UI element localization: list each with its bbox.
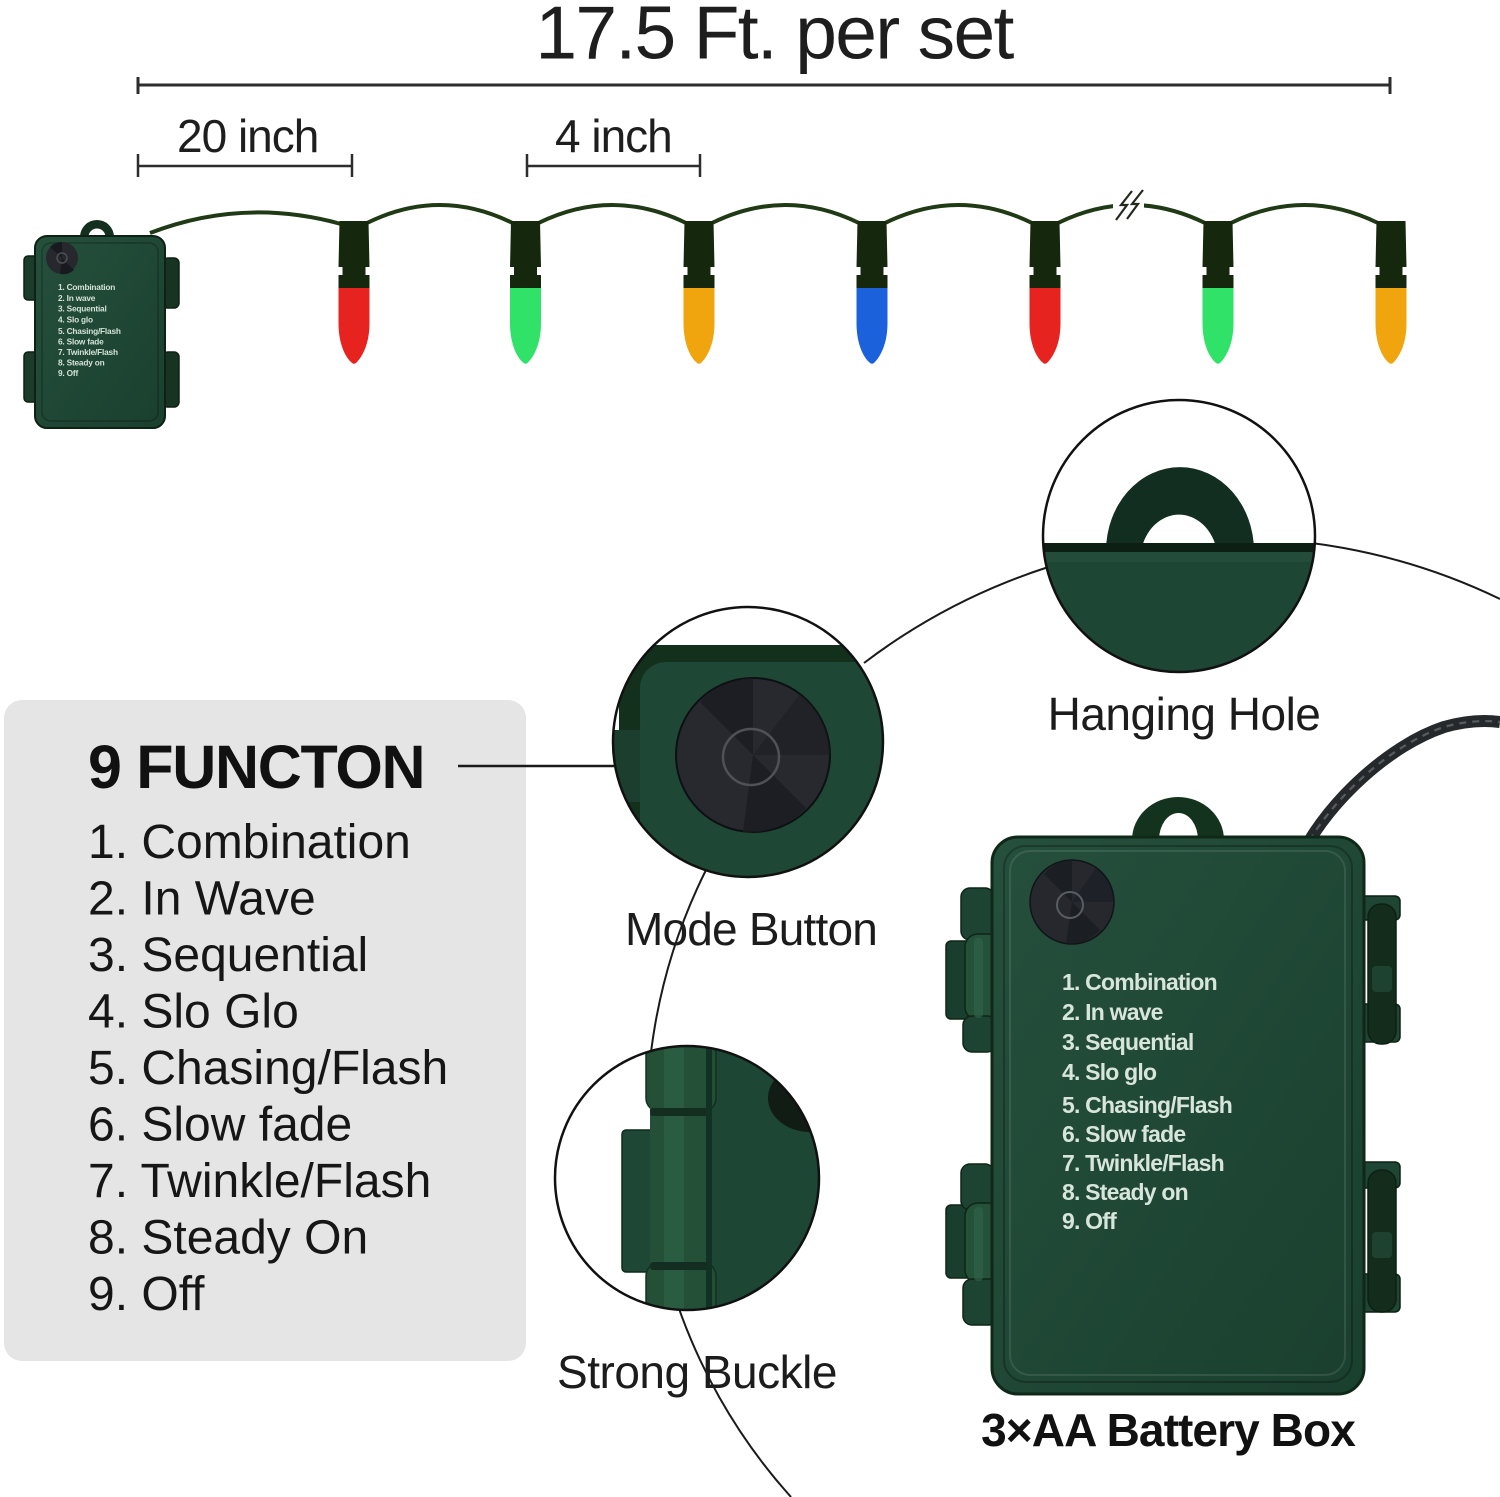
svg-text:9 FUNCTON: 9 FUNCTON — [88, 733, 424, 801]
svg-text:Strong Buckle: Strong Buckle — [557, 1346, 837, 1398]
svg-text:7. Twinkle/Flash: 7. Twinkle/Flash — [1062, 1150, 1224, 1176]
svg-text:8. Steady on: 8. Steady on — [58, 358, 105, 368]
svg-text:4 inch: 4 inch — [555, 110, 672, 162]
svg-text:2. In Wave: 2. In Wave — [88, 873, 316, 926]
svg-text:6. Slow fade: 6. Slow fade — [1062, 1121, 1185, 1147]
svg-text:9. Off: 9. Off — [88, 1268, 205, 1321]
svg-text:1. Combination: 1. Combination — [58, 282, 115, 292]
svg-text:6. Slow fade: 6. Slow fade — [88, 1099, 352, 1152]
svg-text:7. Twinkle/Flash: 7. Twinkle/Flash — [88, 1155, 431, 1208]
svg-text:4. Slo glo: 4. Slo glo — [58, 314, 93, 324]
svg-text:9. Off: 9. Off — [58, 368, 78, 378]
svg-text:9. Off: 9. Off — [1062, 1208, 1117, 1234]
svg-text:4. Slo Glo: 4. Slo Glo — [88, 986, 299, 1039]
svg-text:3×AA Battery Box: 3×AA Battery Box — [981, 1404, 1356, 1456]
svg-text:17.5 Ft. per set: 17.5 Ft. per set — [535, 0, 1014, 75]
svg-text:8. Steady On: 8. Steady On — [88, 1212, 368, 1265]
svg-text:3. Sequential: 3. Sequential — [1062, 1029, 1193, 1055]
svg-text:3. Sequential: 3. Sequential — [58, 304, 107, 314]
svg-text:6. Slow fade: 6. Slow fade — [58, 337, 104, 347]
svg-text:5. Chasing/Flash: 5. Chasing/Flash — [58, 326, 121, 336]
svg-text:1. Combination: 1. Combination — [1062, 969, 1217, 995]
svg-text:4. Slo glo: 4. Slo glo — [1062, 1059, 1157, 1085]
svg-text:20 inch: 20 inch — [177, 110, 318, 162]
svg-text:2. In wave: 2. In wave — [1062, 999, 1163, 1025]
svg-text:Mode Button: Mode Button — [625, 903, 877, 955]
svg-text:5. Chasing/Flash: 5. Chasing/Flash — [88, 1042, 448, 1095]
svg-text:8. Steady on: 8. Steady on — [1062, 1179, 1188, 1205]
svg-text:3. Sequential: 3. Sequential — [88, 929, 368, 982]
svg-text:7. Twinkle/Flash: 7. Twinkle/Flash — [58, 347, 118, 357]
svg-text:2. In wave: 2. In wave — [58, 293, 96, 303]
svg-text:Hanging Hole: Hanging Hole — [1048, 688, 1321, 740]
svg-text:5. Chasing/Flash: 5. Chasing/Flash — [1062, 1092, 1232, 1118]
svg-text:1. Combination: 1. Combination — [88, 816, 411, 869]
